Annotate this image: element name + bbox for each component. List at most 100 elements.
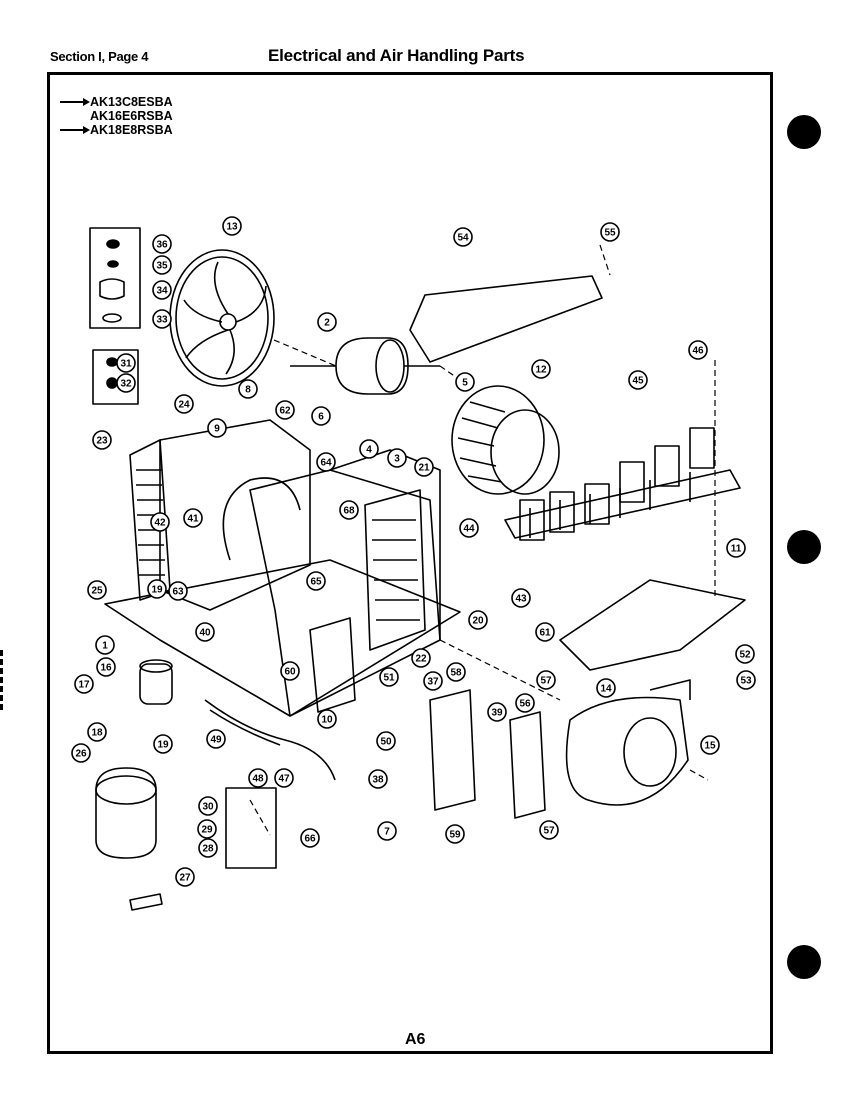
callout-56: 56 xyxy=(515,693,535,713)
callout-52: 52 xyxy=(735,644,755,664)
hardware-box-bottom xyxy=(225,787,277,869)
callout-24: 24 xyxy=(174,394,194,414)
fan-motor xyxy=(290,337,440,395)
callout-61: 61 xyxy=(535,622,555,642)
callout-label: 21 xyxy=(418,463,430,474)
callout-label: 36 xyxy=(156,240,168,251)
callout-57: 57 xyxy=(539,820,559,840)
callout-label: 24 xyxy=(178,400,190,411)
callout-label: 51 xyxy=(383,673,395,684)
callout-label: 30 xyxy=(202,802,214,813)
wiring-harness-2 xyxy=(209,709,281,746)
bracket xyxy=(129,893,163,911)
callout-38: 38 xyxy=(368,769,388,789)
arrow-right-icon xyxy=(60,126,90,134)
callout-12: 12 xyxy=(531,359,551,379)
callout-45: 45 xyxy=(628,370,648,390)
callout-label: 26 xyxy=(75,749,87,760)
callout-57: 57 xyxy=(536,670,556,690)
callout-44: 44 xyxy=(459,518,479,538)
callout-label: 64 xyxy=(320,458,332,469)
drain-channel xyxy=(309,617,356,713)
callout-label: 15 xyxy=(704,741,716,752)
evaporator-frame xyxy=(329,449,441,640)
callout-40: 40 xyxy=(195,622,215,642)
section-label: Section I, Page 4 xyxy=(50,49,149,64)
callout-label: 53 xyxy=(740,676,752,687)
callout-label: 2 xyxy=(324,318,330,329)
callout-18: 18 xyxy=(87,722,107,742)
callout-label: 1 xyxy=(102,641,108,652)
callout-label: 57 xyxy=(540,676,552,687)
callout-label: 16 xyxy=(100,663,112,674)
callout-label: 44 xyxy=(463,524,475,535)
model-label: AK18E8RSBA xyxy=(90,123,173,137)
callout-label: 57 xyxy=(543,826,555,837)
callout-label: 65 xyxy=(310,577,322,588)
callout-8: 8 xyxy=(238,379,258,399)
callout-48: 48 xyxy=(248,768,268,788)
callout-6: 6 xyxy=(311,406,331,426)
callout-7: 7 xyxy=(377,821,397,841)
callout-label: 50 xyxy=(380,737,392,748)
shroud-orifice xyxy=(222,477,301,561)
callout-label: 18 xyxy=(91,728,103,739)
callout-41: 41 xyxy=(183,508,203,528)
callout-label: 62 xyxy=(279,406,291,417)
callout-label: 42 xyxy=(154,518,166,529)
callout-39: 39 xyxy=(487,702,507,722)
callout-19: 19 xyxy=(147,579,167,599)
evaporator-coil xyxy=(364,489,426,651)
callout-28: 28 xyxy=(198,838,218,858)
model-label: AK13C8ESBA xyxy=(90,95,173,109)
diagram-frame xyxy=(47,72,773,1054)
callout-58: 58 xyxy=(446,662,466,682)
callout-17: 17 xyxy=(74,674,94,694)
callout-label: 63 xyxy=(172,587,184,598)
hardware-box-upper xyxy=(89,227,141,329)
callout-15: 15 xyxy=(700,735,720,755)
callout-label: 25 xyxy=(91,586,103,597)
page-title: Electrical and Air Handling Parts xyxy=(268,46,525,65)
callout-label: 61 xyxy=(539,628,551,639)
blower-wheel xyxy=(451,385,560,495)
control-panel xyxy=(429,689,476,811)
callout-68: 68 xyxy=(339,500,359,520)
callout-label: 23 xyxy=(96,436,108,447)
callout-label: 58 xyxy=(450,668,462,679)
callout-label: 39 xyxy=(491,708,503,719)
callout-33: 33 xyxy=(152,309,172,329)
switch-panel xyxy=(509,711,546,819)
callout-label: 8 xyxy=(245,385,251,396)
callout-label: 27 xyxy=(179,873,191,884)
base-pan xyxy=(104,559,461,717)
callout-label: 31 xyxy=(120,359,132,370)
callout-9: 9 xyxy=(207,418,227,438)
model-label: AK16E6RSBA xyxy=(90,109,173,123)
scan-edge-mark xyxy=(0,650,7,710)
callout-label: 12 xyxy=(535,365,547,376)
callout-label: 29 xyxy=(201,825,213,836)
callout-label: 45 xyxy=(632,376,644,387)
callout-label: 66 xyxy=(304,834,316,845)
hardware-parts xyxy=(102,239,122,389)
callout-label: 38 xyxy=(372,775,384,786)
callout-label: 68 xyxy=(343,506,355,517)
callout-35: 35 xyxy=(152,255,172,275)
callout-label: 34 xyxy=(156,286,168,297)
callout-14: 14 xyxy=(596,678,616,698)
callout-label: 9 xyxy=(214,424,220,435)
callout-46: 46 xyxy=(688,340,708,360)
page-number: A6 xyxy=(405,1031,426,1048)
callout-label: 40 xyxy=(199,628,211,639)
callout-label: 54 xyxy=(457,233,469,244)
callout-59: 59 xyxy=(445,824,465,844)
callout-63: 63 xyxy=(168,581,188,601)
top-cover-plate xyxy=(409,275,603,363)
clip-part xyxy=(99,278,125,300)
arrow-right-icon xyxy=(60,98,90,106)
callout-25: 25 xyxy=(87,580,107,600)
mounting-plate xyxy=(559,579,746,671)
callout-36: 36 xyxy=(152,234,172,254)
